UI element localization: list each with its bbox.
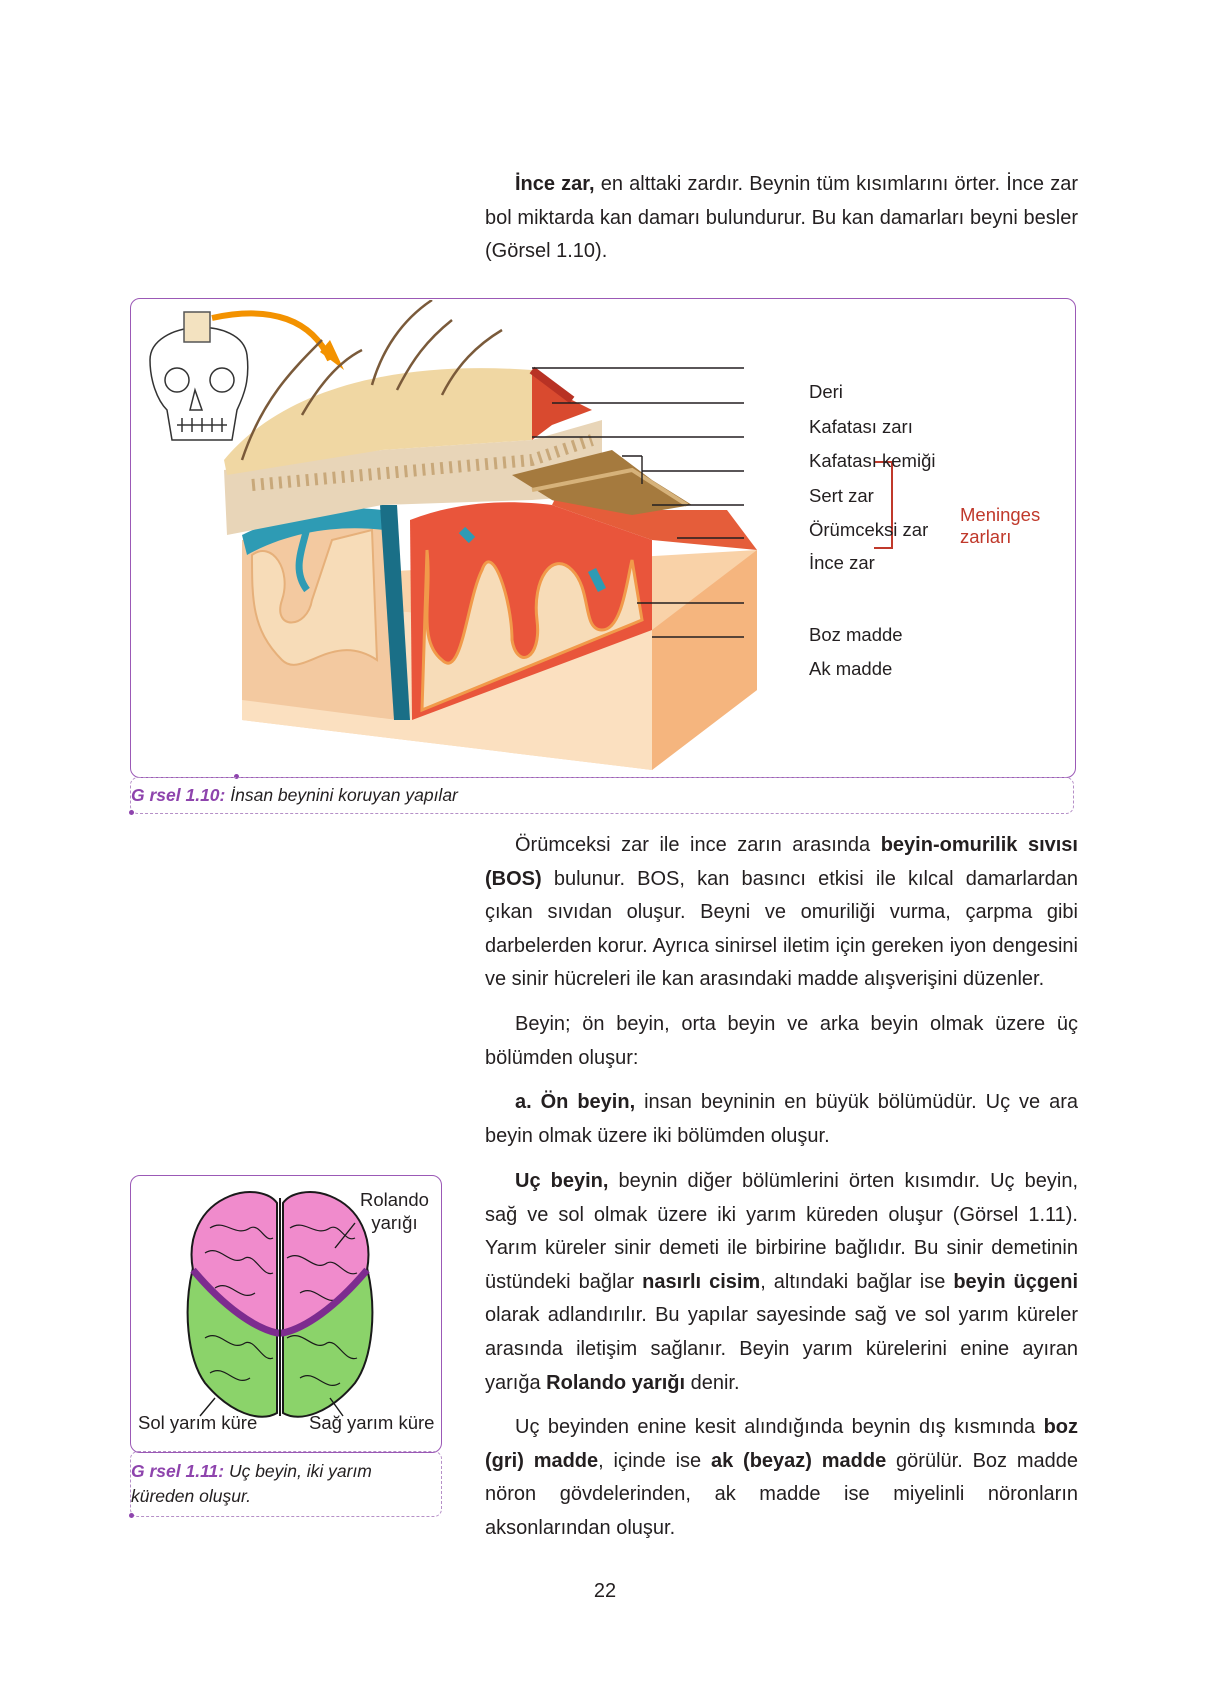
label-kafatasi-kemigi: Kafatası kemiği: [809, 450, 936, 471]
brain-meninges-illustration: [149, 300, 893, 770]
brain-hemispheres-illustration: [186, 1191, 374, 1418]
paragraph-beyin-bolumleri: Beyin; ön beyin, orta beyin ve arka beyi…: [485, 1013, 1078, 1069]
label-ak-madde: Ak madde: [809, 658, 893, 679]
label-ince-zar: İnce zar: [809, 552, 875, 573]
label-kafatasi-zari: Kafatası zarı: [809, 416, 913, 437]
label-meninges: Meninges zarları: [960, 504, 1041, 547]
label-rolando-yarigi: Rolando yarığı: [360, 1189, 429, 1233]
meninges-bracket: [874, 461, 893, 549]
label-orumceksi-zar: Örümceksi zar: [809, 519, 929, 540]
page-number: 22: [593, 1580, 617, 1602]
paragraph-ince-zar: İnce zar, en alttaki zardır. Beynin tüm …: [485, 173, 1078, 263]
label-boz-madde: Boz madde: [809, 624, 903, 645]
paragraph-boz-ak-madde: Uç beyinden enine kesit alındığında beyn…: [485, 1416, 1078, 1539]
arrow-icon: [211, 310, 333, 362]
skull-icon: [149, 311, 249, 441]
label-sag-yarim-kure: Sağ yarım küre: [309, 1412, 435, 1433]
figure-1-10-caption: G rsel 1.10: İnsan beynini koruyan yapıl…: [130, 777, 1074, 814]
figure-1-11-frame: [130, 1175, 442, 1453]
paragraph-bos: Örümceksi zar ile ince zarın arasında be…: [485, 834, 1078, 991]
label-deri: Deri: [809, 381, 843, 402]
label-sol-yarim-kure: Sol yarım küre: [138, 1412, 258, 1433]
paragraph-on-beyin: a. Ön beyin, insan beyninin en büyük böl…: [485, 1091, 1078, 1147]
label-sert-zar: Sert zar: [809, 485, 874, 506]
paragraph-uc-beyin: Uç beyin, beynin diğer bölümlerini örten…: [485, 1170, 1079, 1394]
figure-1-11-caption: G rsel 1.11: Uç beyin, iki yarım küreden…: [130, 1451, 442, 1517]
